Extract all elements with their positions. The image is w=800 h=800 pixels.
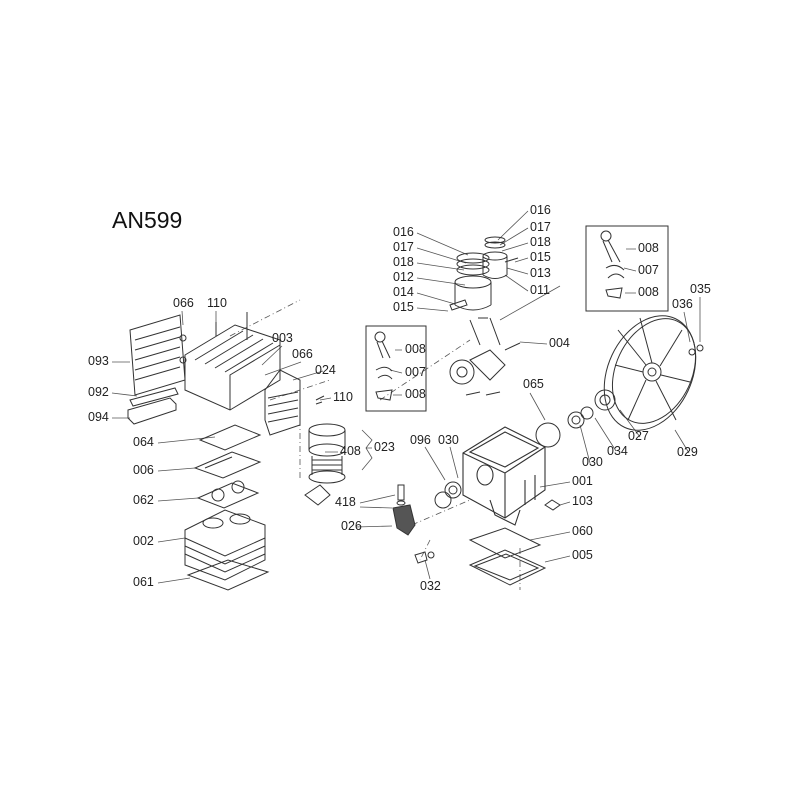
label-408: 408 (340, 444, 361, 458)
cylinder-head-003 (184, 312, 281, 411)
label-026: 026 (341, 519, 362, 533)
label-093: 093 (88, 354, 109, 368)
label-004: 004 (549, 336, 570, 350)
label-018-ring-right: 018 (530, 235, 551, 249)
label-008-cap-left: 008 (405, 387, 426, 401)
piston-011 (482, 236, 519, 279)
label-092: 092 (88, 385, 109, 399)
label-062: 062 (133, 493, 154, 507)
leader-lines (111, 210, 701, 590)
bearing-030-left (444, 481, 462, 499)
label-008-conrod-left: 008 (405, 342, 426, 356)
gasket-062 (196, 482, 260, 509)
gasket-061 (186, 559, 270, 591)
label-002: 002 (133, 534, 154, 548)
label-016-ring-left: 016 (393, 225, 414, 239)
label-016-ring-right: 016 (530, 203, 551, 217)
gasket-092 (129, 387, 179, 407)
label-017-ring-right: 017 (530, 220, 551, 234)
gasket-064 (198, 424, 262, 451)
cylinder-block-002 (184, 509, 266, 581)
breather-026 (392, 504, 416, 536)
label-110-mid: 110 (333, 390, 353, 404)
label-015-clip-left: 015 (393, 300, 414, 314)
label-027: 027 (628, 429, 649, 443)
gasket-060 (468, 527, 542, 559)
label-110-top: 110 (207, 296, 227, 310)
label-096: 096 (410, 433, 431, 447)
label-029: 029 (677, 445, 698, 459)
cover-094 (127, 397, 177, 425)
air-filter-023 (304, 423, 346, 506)
label-094: 094 (88, 410, 109, 424)
conrod-detail-box-left (365, 325, 427, 412)
label-064: 064 (133, 435, 154, 449)
label-015-clip-right: 015 (530, 250, 551, 264)
label-065: 065 (523, 377, 544, 391)
label-036: 036 (672, 297, 693, 311)
label-066-mid: 066 (292, 347, 313, 361)
valve-plate-093 (129, 314, 187, 396)
conrod-detail-left (374, 331, 393, 401)
label-061: 061 (133, 575, 154, 589)
crankcase-001 (462, 426, 546, 526)
label-005: 005 (572, 548, 593, 562)
label-030-right: 030 (582, 455, 603, 469)
label-007-bearing-right: 007 (638, 263, 659, 277)
label-008-cap-right: 008 (638, 285, 659, 299)
oil-sump-005 (468, 549, 547, 586)
label-012-piston: 012 (393, 270, 414, 284)
conrod-detail-right (600, 230, 625, 299)
label-024: 024 (315, 363, 336, 377)
label-008-conrod-right: 008 (638, 241, 659, 255)
label-034: 034 (607, 444, 628, 458)
ring-034 (580, 406, 594, 420)
label-060: 060 (572, 524, 593, 538)
label-011-piston: 011 (530, 283, 550, 297)
diagram-title: AN599 (112, 207, 183, 233)
flywheel-029 (603, 315, 697, 431)
gasket-065 (535, 422, 561, 448)
label-035: 035 (690, 282, 711, 296)
valve-plate-006 (193, 451, 262, 479)
manifold-024 (264, 369, 301, 436)
cover-096 (434, 491, 452, 509)
piston-012 (449, 252, 492, 311)
label-001: 001 (572, 474, 593, 488)
label-032: 032 (420, 579, 441, 593)
label-066-top: 066 (173, 296, 194, 310)
label-103: 103 (572, 494, 593, 508)
drain-plug-032 (414, 551, 428, 564)
label-003-head: 003 (272, 331, 293, 345)
label-418: 418 (335, 495, 356, 509)
label-018-ring-left: 018 (393, 255, 414, 269)
crankshaft-004 (449, 317, 521, 396)
label-014-pin: 014 (393, 285, 414, 299)
label-030-left: 030 (438, 433, 459, 447)
seal-027 (594, 389, 616, 411)
conrod-detail-box-right (585, 225, 669, 312)
label-007-bearing-left: 007 (405, 365, 426, 379)
label-017-ring-left: 017 (393, 240, 414, 254)
label-013-pin: 013 (530, 266, 551, 280)
plate-103 (544, 499, 561, 511)
bearing-030-right (567, 411, 585, 429)
label-023: 023 (374, 440, 395, 454)
label-006: 006 (133, 463, 154, 477)
